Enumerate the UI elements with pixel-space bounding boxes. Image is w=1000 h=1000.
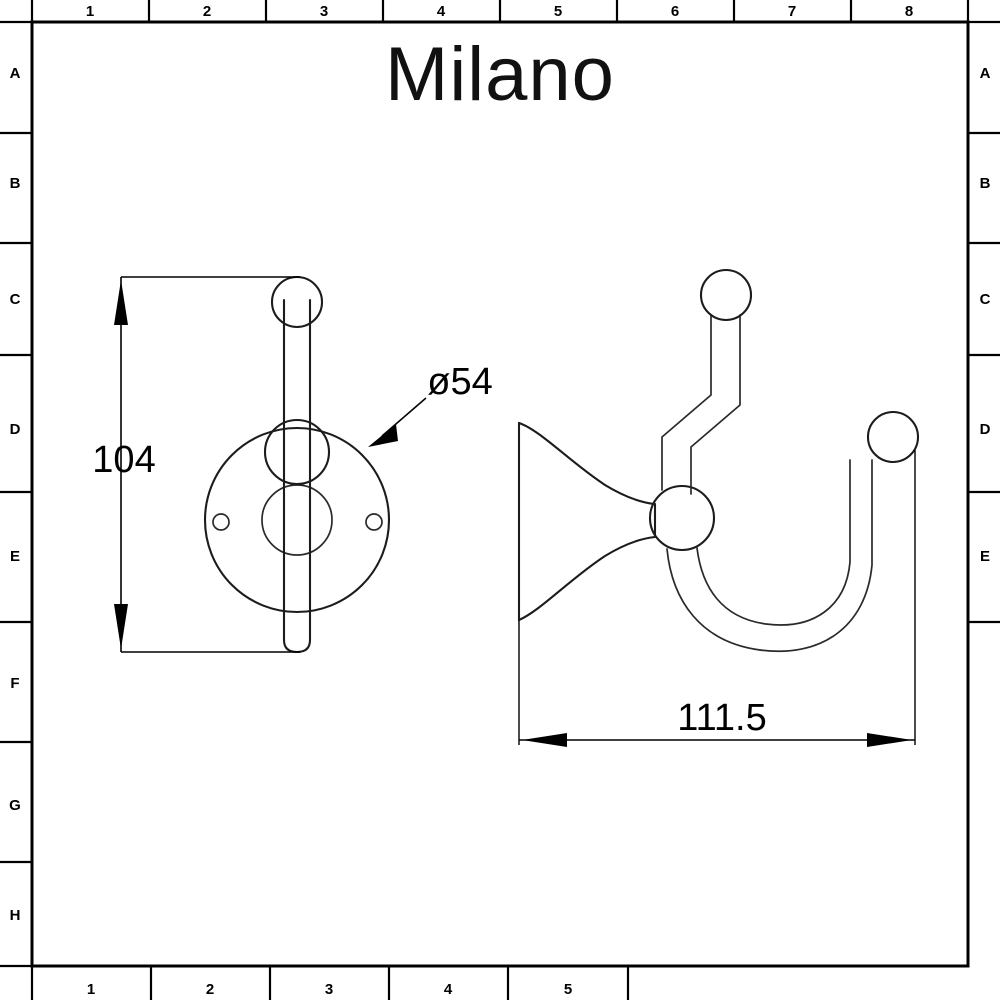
column-label-top-5: 5 — [554, 3, 562, 20]
screw-hole-right — [365, 513, 383, 531]
center-boss-circle — [261, 484, 333, 556]
column-label-bottom-2: 2 — [206, 981, 214, 998]
column-label-top-8: 8 — [905, 3, 913, 20]
frame-border — [30, 20, 970, 968]
column-label-top-7: 7 — [788, 3, 796, 20]
dim-arrow-down-icon — [114, 604, 128, 649]
rose-plate-outer-circle — [203, 426, 391, 614]
row-label-left-d: D — [10, 421, 21, 438]
upper-hook-arm-inner-edge — [661, 314, 712, 491]
column-label-top-2: 2 — [203, 3, 211, 20]
screw-hole-left — [212, 513, 230, 531]
dim-arrow-right-icon — [867, 733, 912, 747]
top-column-ruler: 1 2 3 4 5 6 7 8 — [30, 0, 970, 22]
row-label-right-a: A — [980, 65, 991, 82]
column-label-bottom-3: 3 — [325, 981, 333, 998]
lower-hook-arm-outer-edge — [696, 459, 851, 626]
row-label-left-b: B — [10, 175, 21, 192]
vertical-arm — [282, 298, 312, 654]
wall-bracket-profile — [517, 421, 657, 622]
dimension-111-5: 111.5 — [518, 450, 916, 747]
callout-label-diameter-54: ø54 — [427, 361, 492, 403]
column-label-top-3: 3 — [320, 3, 328, 20]
brand-logo: Milano — [385, 32, 615, 117]
column-label-top-4: 4 — [437, 3, 446, 20]
row-label-left-h: H — [10, 907, 21, 924]
callout-arrow-icon — [368, 424, 398, 447]
lower-hook-arm-inner-edge — [666, 459, 873, 652]
row-label-right-d: D — [980, 421, 991, 438]
center-ball-knob — [263, 418, 331, 486]
upper-hook-arm-outer-edge — [690, 314, 741, 495]
dim-arrow-up-icon — [114, 280, 128, 325]
logo-text: Milano — [385, 32, 615, 117]
upper-ball-knob — [270, 275, 324, 329]
row-label-left-a: A — [10, 65, 21, 82]
column-label-top-1: 1 — [86, 3, 94, 20]
side-view: 111.5 — [517, 268, 920, 747]
row-label-left-c: C — [10, 291, 21, 308]
upper-ball-knob — [699, 268, 753, 322]
column-label-bottom-4: 4 — [444, 981, 453, 998]
row-label-right-b: B — [980, 175, 991, 192]
dimension-label-104: 104 — [92, 439, 155, 481]
column-label-top-6: 6 — [671, 3, 679, 20]
right-row-ruler: A B C D E — [968, 20, 1000, 624]
lower-ball-knob — [866, 410, 920, 464]
front-view: 104 ø54 — [92, 275, 493, 654]
left-row-ruler: A B C D E F G H — [0, 20, 32, 968]
dim-arrow-left-icon — [522, 733, 567, 747]
row-label-left-g: G — [9, 797, 21, 814]
dimension-label-111-5: 111.5 — [677, 697, 766, 739]
column-label-bottom-1: 1 — [87, 981, 95, 998]
center-hub-circle — [648, 484, 716, 552]
dimension-104: 104 — [92, 276, 300, 653]
sheet-frame — [30, 20, 970, 968]
callout-diameter-54: ø54 — [368, 361, 493, 447]
row-label-right-c: C — [980, 291, 991, 308]
bottom-column-ruler: 1 2 3 4 5 — [30, 966, 630, 1000]
column-label-bottom-5: 5 — [564, 981, 572, 998]
row-label-left-e: E — [10, 548, 20, 565]
row-label-left-f: F — [10, 675, 19, 692]
row-label-right-e: E — [980, 548, 990, 565]
